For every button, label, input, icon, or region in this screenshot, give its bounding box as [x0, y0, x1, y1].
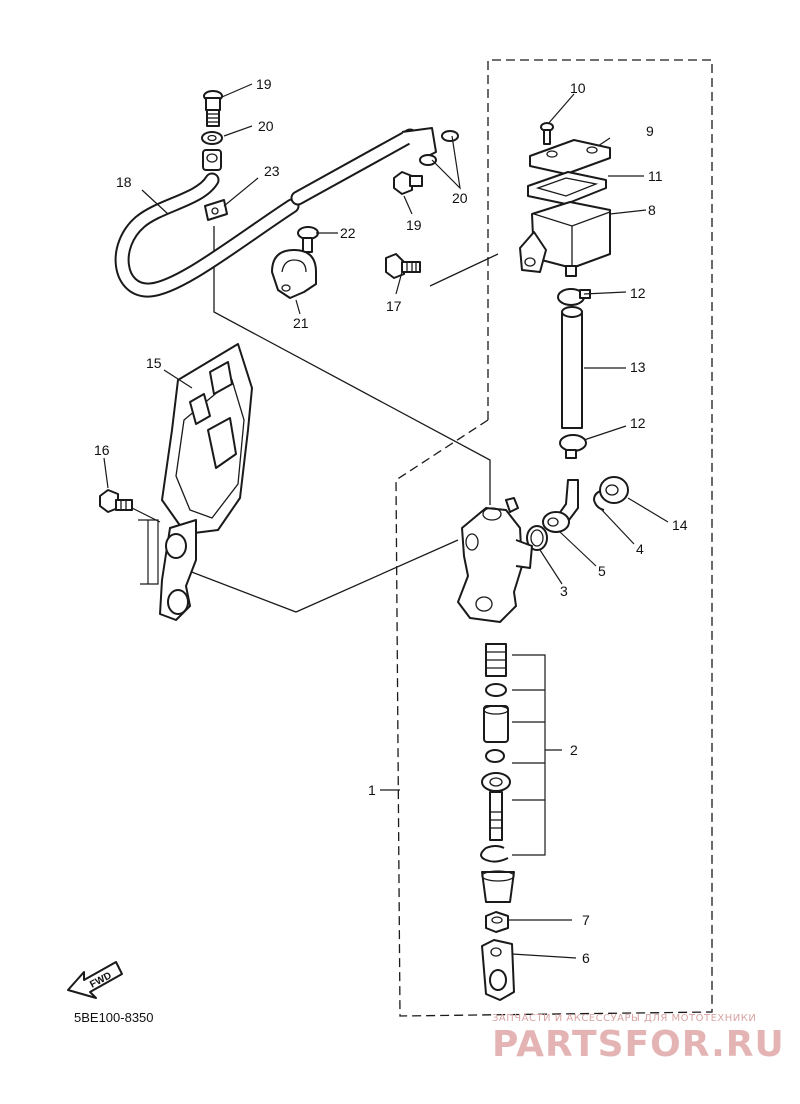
diagram-code: 5BE100-8350: [74, 1010, 154, 1025]
spring-seat: [485, 683, 507, 697]
label-15: 15: [146, 355, 162, 371]
diaphragm: [527, 171, 607, 205]
label-22: 22: [340, 225, 356, 241]
dust-boot: [481, 870, 515, 903]
label-8: 8: [648, 202, 656, 218]
push-rod: [489, 791, 503, 841]
piston-kit-bracket: [512, 654, 562, 856]
label-23: 23: [264, 163, 280, 179]
label-7: 7: [582, 912, 590, 928]
label-16: 16: [94, 442, 110, 458]
reservoir-tank: [519, 201, 611, 277]
hose-clamp-upper: [557, 288, 591, 306]
label-14: 14: [672, 517, 688, 533]
banjo-bolt: [203, 90, 223, 127]
mounting-bolt: [385, 253, 421, 279]
fwd-arrow-icon: FWD: [67, 961, 123, 999]
reservoir-cap: [529, 139, 611, 175]
master-cylinder-assembly-outline: [395, 419, 713, 1017]
label-4: 4: [636, 541, 644, 557]
hose-clamp-lower: [559, 434, 587, 459]
label-5: 5: [598, 563, 606, 579]
reservoir-hose: [561, 306, 583, 429]
washer-pair: [419, 130, 459, 166]
lock-nut: [485, 911, 509, 933]
label-11: 11: [648, 168, 663, 184]
banjo-bolt-right: [393, 171, 423, 195]
snap-ring: [480, 845, 509, 863]
hose-joint: [542, 479, 579, 533]
label-20: 20: [258, 118, 274, 134]
piston-cup: [485, 749, 505, 763]
piston: [483, 705, 509, 743]
clamp-screw: [297, 226, 319, 253]
watermark-tagline: ЗАПЧАСТИ И АКСЕССУАРЫ ДЛЯ МОТОТЕХНИКИ: [492, 1013, 756, 1024]
mounting-bracket: [159, 519, 197, 621]
cap-screw: [540, 122, 554, 145]
label-1: 1: [368, 782, 376, 798]
label-20-right: 20: [452, 190, 468, 206]
piston-spring: [485, 643, 507, 677]
master-cylinder-cover: [161, 343, 253, 535]
master-cylinder-body: [457, 497, 533, 623]
o-ring: [526, 525, 548, 551]
bolt-bracket-lines: [131, 507, 161, 585]
label-13: 13: [630, 359, 646, 375]
hose-clamp: [271, 249, 317, 299]
brake-hose-upper: [290, 127, 437, 206]
label-12-upper: 12: [630, 285, 646, 301]
label-18: 18: [116, 174, 132, 190]
label-6: 6: [582, 950, 590, 966]
label-12-lower: 12: [630, 415, 646, 431]
bracket-bolt: [99, 489, 133, 513]
brake-hose: [114, 172, 300, 298]
label-21: 21: [293, 315, 309, 331]
label-10: 10: [570, 80, 586, 96]
connection-lines: [175, 226, 499, 613]
watermark-brand: PARTSFOR.RU: [492, 1024, 785, 1065]
label-17: 17: [386, 298, 402, 314]
fwd-label: FWD: [88, 970, 113, 990]
banjo-fitting: [202, 149, 222, 171]
label-19: 19: [256, 76, 272, 92]
label-3: 3: [560, 583, 568, 599]
leader-lines: [103, 83, 669, 959]
reservoir-assembly-outline: [487, 59, 713, 432]
clevis: [481, 939, 515, 1001]
label-19-right: 19: [406, 217, 422, 233]
copper-washer: [201, 131, 223, 145]
part-number-labels: 19 20 18 23 22 21 17 19 20 10 9 11 8 12 …: [94, 76, 688, 966]
label-2: 2: [570, 742, 578, 758]
push-rod-washer: [481, 772, 511, 792]
label-9: 9: [646, 123, 654, 139]
grommet: [599, 476, 629, 504]
hose-clip: [204, 199, 228, 221]
